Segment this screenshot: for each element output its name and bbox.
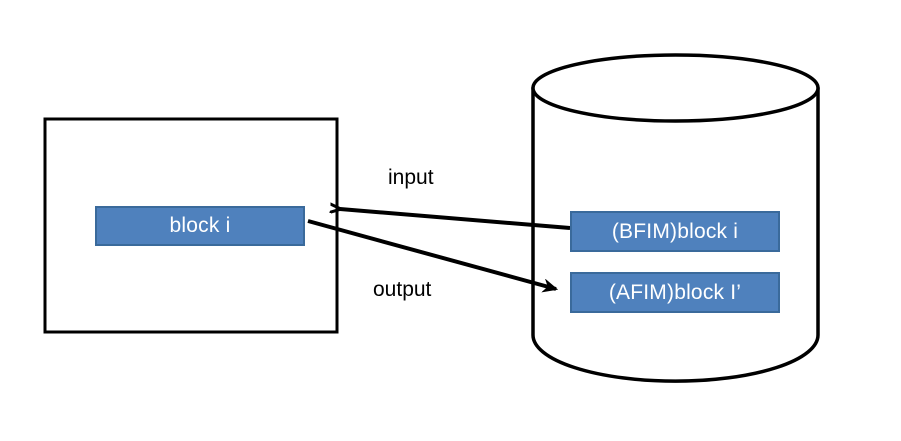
output-arrow-line [307,219,556,289]
storage-record-bfim-label: (BFIM)block i [611,219,739,243]
storage-record-bfim[interactable]: (BFIM)block i [570,211,780,252]
input-arrow-label: input [388,166,434,189]
process-block-i[interactable]: block i [95,206,305,246]
process-block-label: block i [169,214,231,237]
cylinder-top-ellipse [531,53,820,123]
storage-record-afim-label: (AFIM)block I’ [608,280,742,304]
process-rectangle-outline [43,117,339,334]
storage-record-afim[interactable]: (AFIM)block I’ [570,272,780,313]
input-arrow-line [340,209,571,230]
output-arrow-label: output [373,278,432,301]
